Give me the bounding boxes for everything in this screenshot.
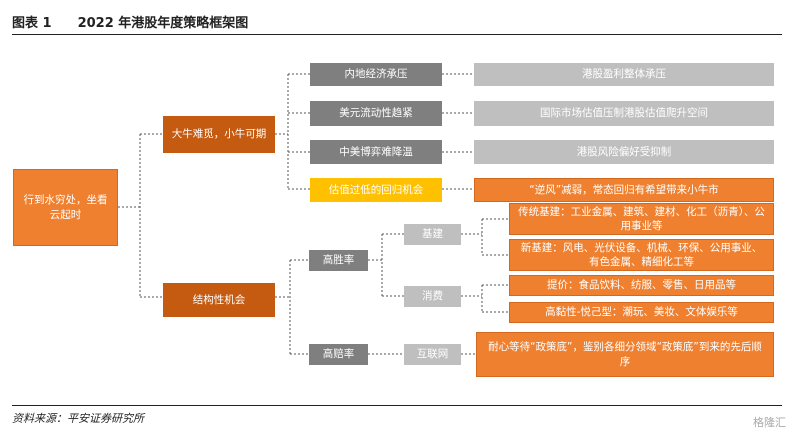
- infra-node: 基建: [404, 224, 461, 245]
- internet-node: 互联网: [404, 344, 461, 365]
- top-rule: [12, 34, 782, 35]
- leaf-node: 新基建：风电、光伏设备、机械、环保、公用事业、有色金属、精细化工等: [509, 239, 774, 271]
- structural-node: 结构性机会: [163, 283, 275, 317]
- leaf-node: 高黏性-悦己型：潮玩、美妆、文体娱乐等: [509, 302, 774, 323]
- watermark: 格隆汇: [753, 416, 786, 429]
- high-prosperity-node: 高胜率: [309, 250, 368, 271]
- leaf-node: 传统基建：工业金属、建筑、建材、化工（沥青）、公用事业等: [509, 203, 774, 235]
- source-note: 资料来源：平安证券研究所: [12, 412, 144, 425]
- result-node: 国际市场估值压制港股估值爬升空间: [474, 101, 774, 126]
- cause-node-highlight: 估值过低的回归机会: [310, 178, 442, 202]
- cause-node: 中美博弈难降温: [310, 140, 442, 164]
- bull-node: 大牛难觅，小牛可期: [163, 116, 275, 153]
- result-node-highlight: “逆风”减弱，常态回归有希望带来小牛市: [474, 178, 774, 202]
- figure-title: 图表 1 2022 年港股年度策略框架图: [12, 16, 249, 31]
- result-node: 港股风险偏好受抑制: [474, 140, 774, 164]
- bottom-rule: [12, 405, 782, 406]
- leaf-node: 提价：食品饮料、纺服、零售、日用品等: [509, 275, 774, 296]
- high-odds-node: 高赔率: [309, 344, 368, 365]
- consumption-node: 消费: [404, 286, 461, 307]
- leaf-node: 耐心等待“政策底”，鉴别各细分领域“政策底”到来的先后顺序: [476, 332, 774, 377]
- cause-node: 内地经济承压: [310, 63, 442, 86]
- result-node: 港股盈利整体承压: [474, 63, 774, 86]
- root-node: 行到水穷处，坐看云起时: [13, 169, 118, 246]
- cause-node: 美元流动性趋紧: [310, 101, 442, 126]
